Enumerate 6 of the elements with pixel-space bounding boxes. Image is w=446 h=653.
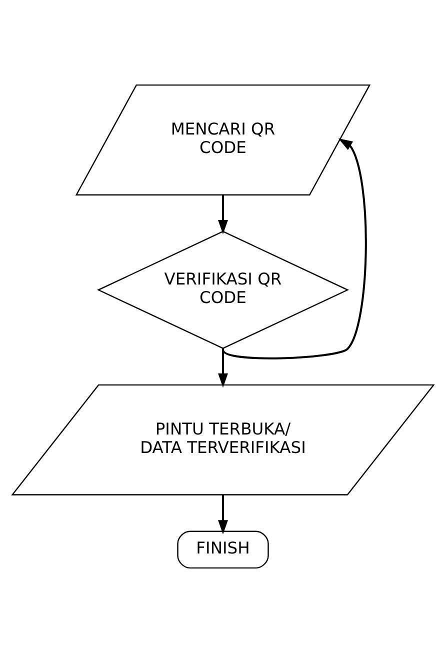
node-diamond: VERIFIKASI QR CODE	[96, 230, 350, 350]
arrow	[218, 494, 228, 534]
arrow	[218, 348, 228, 388]
arrow	[218, 195, 228, 234]
node-box: FINISH	[177, 530, 269, 569]
arrow	[222, 138, 367, 360]
